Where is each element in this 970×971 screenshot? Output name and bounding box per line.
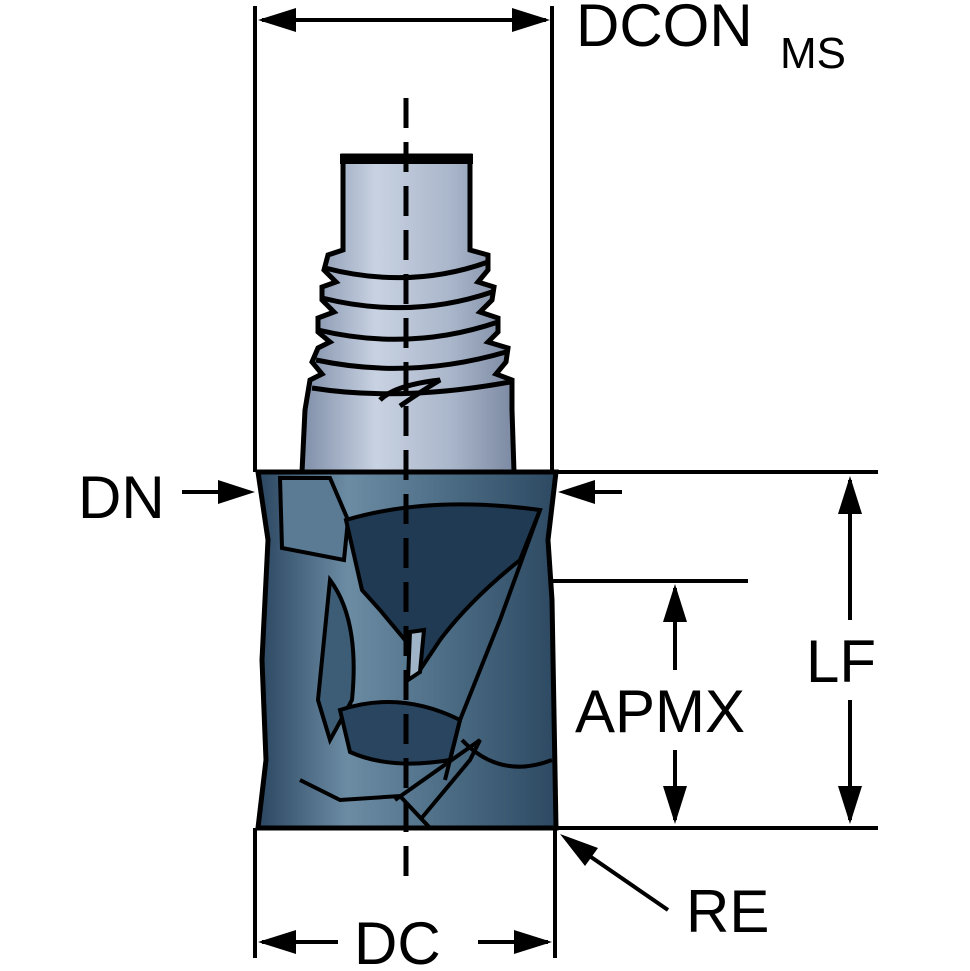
re-label: RE — [686, 878, 769, 945]
dn-label: DN — [78, 464, 165, 531]
dc-label: DC — [354, 910, 441, 971]
dcon-label: DCON — [576, 0, 753, 59]
dcon-dimension: DCON MS — [258, 0, 846, 78]
dc-dimension: DC — [258, 910, 552, 971]
re-dimension: RE — [560, 834, 769, 945]
apmx-label: APMX — [575, 678, 745, 745]
lf-label: LF — [806, 628, 876, 695]
lf-dimension: LF — [800, 476, 884, 824]
dn-dimension: DN — [78, 464, 622, 531]
apmx-dimension: APMX — [575, 584, 775, 824]
dcon-subscript: MS — [780, 29, 846, 78]
extension-lines — [253, 6, 878, 958]
